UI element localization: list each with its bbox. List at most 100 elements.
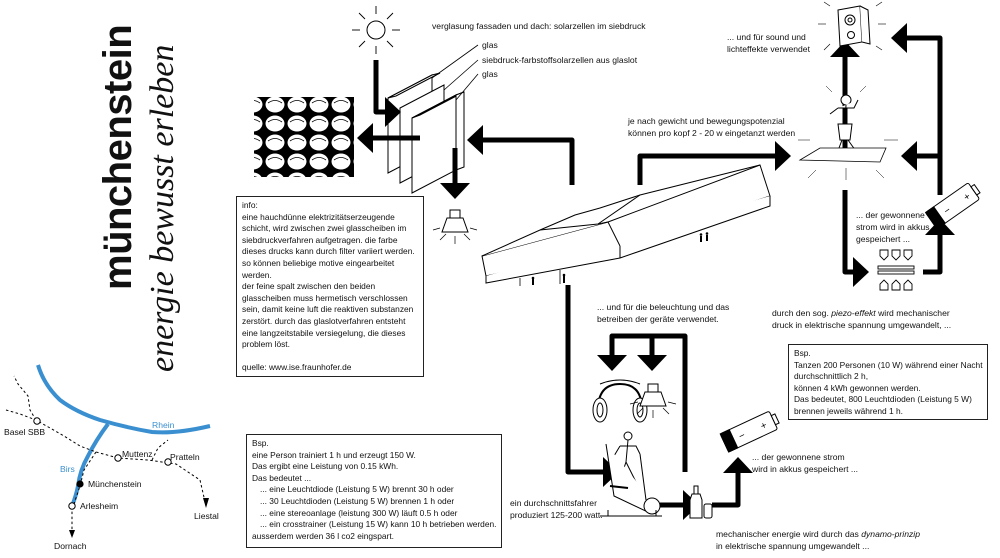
map-label-rhein: Rhein (152, 420, 175, 430)
rider-text-2: produziert 125-200 watt. (510, 510, 603, 520)
sun-icon (352, 6, 400, 54)
muenchenstein-station (76, 480, 84, 488)
map-label-basel: Basel SBB (4, 427, 46, 437)
people-icons (531, 232, 709, 285)
building-icon (481, 164, 771, 286)
fitness-box-line: Das bedeutet ... (252, 472, 312, 483)
map-label-muenchenstein: Münchenstein (88, 479, 142, 489)
arrow-building-to-dancer (637, 141, 791, 185)
fitness-box-line: Bsp. (252, 438, 269, 448)
dance-stored-1: ... der gewonnene (856, 210, 925, 220)
dance-box-line: durchschnittlich 2 h, (794, 371, 869, 382)
arrow-dancer-to-piezo (842, 190, 869, 287)
speaker-icon (818, 1, 886, 51)
piezo-text-1: durch den sog. piezo-effekt wird mechani… (772, 308, 950, 319)
dance-stored-3: gespeichert ... (856, 234, 910, 244)
birs-river (70, 422, 110, 507)
dance-text-1: je nach gewicht und bewegungspotenzial (628, 116, 785, 126)
svg-text:+: + (759, 420, 769, 433)
map-label-liestal: Liestal (194, 511, 219, 521)
dance-text-2: können pro kopf 2 - 20 w eingetanzt werd… (628, 128, 796, 138)
piezo-text-2: druck in elektrische spannung umgewandel… (772, 320, 952, 330)
arrow-building-to-trainer (565, 285, 619, 487)
svg-text:+: + (962, 191, 973, 203)
arrow-piezo-to-battery (923, 219, 955, 275)
fitness-stored-1: ... der gewonnene strom (752, 452, 845, 462)
basel-station (33, 417, 41, 425)
info-line: schicht, wird zwischen zwei glasscheiben… (242, 223, 407, 234)
info-line: sein, damit keine luft die reaktiven sub… (242, 304, 414, 315)
muttenz-station (114, 454, 122, 462)
fitness-light-2: betreiben der geräte verwendet. (597, 314, 719, 324)
map-label-dornach: Dornach (54, 541, 87, 551)
dynamo-icon (689, 485, 713, 519)
map-label-muttenz: Muttenz (122, 449, 153, 459)
dynamo-text-2: in elektrische spannung umgewandelt ... (716, 541, 870, 551)
info-line: der feine spalt zwischen den beiden (242, 281, 376, 292)
dance-box-line: brennen jeweils während 1 h. (794, 405, 903, 416)
fitness-light-1: ... und für die beleuchtung und das (597, 302, 730, 312)
pratteln-station (164, 458, 172, 466)
fitness-box-line: ... ein crosstrainer (Leistung 15 W) kan… (260, 519, 497, 530)
map (5, 364, 211, 538)
fitness-stored-2: wird in akkus gespeichert ... (752, 464, 859, 474)
piezo-icon (877, 249, 915, 291)
piezo-pre: durch den sog. (772, 308, 832, 318)
dancer-icon (798, 80, 898, 180)
dance-example-box: Bsp. Tanzen 200 Personen (10 W) während … (788, 344, 988, 420)
dynamo-text-1: mechanischer energie wird durch das dyna… (716, 529, 920, 540)
info-line: problem löst. (242, 339, 290, 350)
glass-layer-1-label: glas (482, 40, 498, 50)
fitness-box-line: Das ergibt eine Leistung von 0.15 kWh. (252, 461, 399, 472)
arrow-dynamo-to-battery (712, 457, 753, 508)
crosstrainer-icon (600, 431, 662, 517)
map-label-arlesheim: Arlesheim (80, 501, 119, 511)
cell-pattern-icon (254, 97, 354, 177)
piezo-post: wird mechanischer (875, 308, 950, 318)
info-line: siebdruckverfahren aufgetragen. die farb… (242, 234, 398, 245)
info-box: info: eine hauchdünne elektrizitätserzeu… (236, 196, 424, 377)
label-leaders (431, 44, 479, 101)
dance-box-line: Bsp. (794, 348, 811, 358)
dance-box-line: können 4 kWh gewonnen werden. (794, 382, 921, 393)
fitness-bulb-icon (629, 383, 677, 418)
dye-cell-layer-label: siebdruck-farbstoffsolarzellen aus glasl… (482, 55, 638, 65)
svg-text:−: − (737, 430, 747, 443)
info-line: werden. (242, 269, 272, 280)
bulb-icon (432, 209, 478, 244)
info-line: info: (242, 200, 258, 210)
arrow-to-speaker-right (891, 23, 943, 160)
fitness-box-line: ausserdem werden 36 l co2 eingspart. (252, 530, 394, 541)
info-line: dieses drucks kann durch filter variiert… (242, 246, 415, 257)
headphones-icon (592, 379, 648, 423)
dance-box-line: Das bedeutet, 800 Leuchtdioden (Leistung… (794, 394, 972, 405)
info-source: quelle: www.ise.fraunhofer.de (242, 362, 352, 373)
fitness-box-line: ... eine stereoanlage (leistung 300 W) l… (260, 507, 458, 518)
rider-text-1: ein durchschnittsfahrer (510, 498, 597, 508)
info-line: glasscheiben muss hermetisch verschlosse… (242, 292, 408, 303)
arrow-building-to-glass (467, 125, 575, 185)
dance-box-line: Tanzen 200 Personen (10 W) während einer… (794, 359, 983, 370)
info-line: eine langzeitstabile versiegelung, die d… (242, 327, 406, 338)
fitness-box-line: eine Person trainiert 1 h und erzeugt 15… (252, 449, 416, 460)
fitness-example-box: Bsp. eine Person trainiert 1 h und erzeu… (246, 434, 502, 548)
page-subtitle: energie bewusst erleben (144, 44, 181, 372)
arrow-sun-to-glass (373, 60, 401, 127)
sound-text-2: lichteffekte verwendet (727, 44, 810, 54)
arlesheim-station (68, 502, 76, 510)
dance-stored-2: strom wird in akkus (856, 222, 930, 232)
info-line: eine hauchdünne elektrizitätserzeugende (242, 211, 395, 222)
glazing-label: verglasung fassaden und dach: solarzelle… (432, 21, 646, 31)
battery-icon: − + (924, 183, 981, 230)
info-line: so können beliebige motive eingearbeitet (242, 257, 395, 268)
fitness-box-line: ... 30 Leuchtdioden (Leistung 5 W) brenn… (260, 495, 455, 506)
sound-text-1: ... und für sound und (727, 32, 806, 42)
glass-layer-3-label: glas (482, 69, 498, 79)
map-label-birs: Birs (60, 464, 75, 474)
fitness-box-line: ... eine Leuchtdiode (Leistung 5 W) bren… (260, 484, 454, 495)
rhein-river (36, 364, 211, 435)
dynamo-term: dynamo-prinzip (861, 529, 920, 539)
map-label-pratteln: Pratteln (170, 452, 200, 462)
page-title: münchenstein (96, 24, 140, 290)
